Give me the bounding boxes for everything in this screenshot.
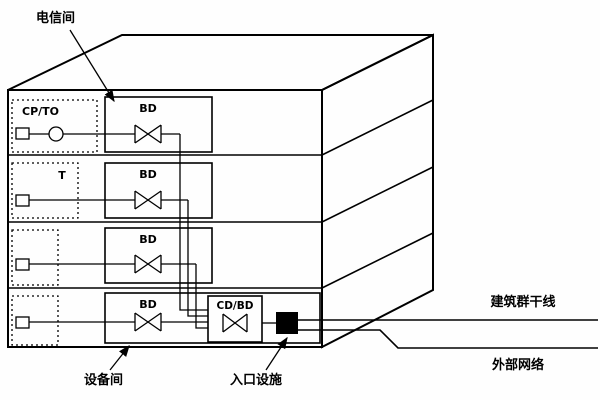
telecom-outlet-symbol-floor3 <box>15 258 30 271</box>
campus-backbone-label: 建筑群干线 <box>490 294 555 310</box>
floor-3: BD <box>11 227 213 286</box>
distributor-symbol-floor3 <box>134 254 162 274</box>
distributor-symbol-floor1 <box>134 124 162 144</box>
bd-label-floor2: BD <box>139 168 157 181</box>
floor-4: BD CD/BD <box>11 292 321 346</box>
work-area-zone-floor1 <box>11 99 98 153</box>
work-area-zone-floor3 <box>11 229 59 286</box>
bd-label-floor3: BD <box>139 233 157 246</box>
equipment-room-box <box>104 292 321 344</box>
floor-divider-2-side <box>321 166 434 223</box>
campus-distributor-symbol <box>222 313 248 333</box>
work-area-zone-floor4 <box>11 295 59 346</box>
building-top-face <box>7 34 434 91</box>
leader-telecom-room <box>69 29 115 103</box>
telecom-outlet-symbol-floor2 <box>15 194 30 207</box>
backbone-risers <box>179 134 208 329</box>
external-network-line <box>298 329 598 349</box>
riser-floor1 <box>179 134 208 311</box>
building-right-face <box>321 33 434 349</box>
equipment-room-label: 设备间 <box>84 372 123 388</box>
consolidation-point-symbol <box>48 126 64 142</box>
t-label: T <box>58 169 66 182</box>
telecom-room-label: 电信间 <box>36 10 75 26</box>
leader-entrance-facility <box>265 336 288 371</box>
leader-lines <box>69 29 288 371</box>
riser-floor2 <box>187 200 208 317</box>
floor-1: CP/TO BD <box>11 96 213 153</box>
cp-to-label: CP/TO <box>22 105 59 118</box>
distributor-symbol-floor2 <box>134 190 162 210</box>
distributor-symbol-floor4 <box>134 312 162 332</box>
floor-divider-1-side <box>321 99 434 156</box>
cd-bd-box <box>207 295 263 343</box>
floor-2: T BD <box>11 162 213 219</box>
external-links <box>298 319 598 349</box>
floor-divider-3-side <box>321 232 434 289</box>
riser-floor3 <box>195 264 208 329</box>
entrance-facility-label: 入口设施 <box>230 372 282 388</box>
telecom-outlet-symbol-floor4 <box>15 316 30 329</box>
work-area-zone-floor2 <box>11 162 79 219</box>
bd-box-floor2 <box>104 162 213 219</box>
bd-label-floor1: BD <box>139 102 157 115</box>
bd-box-floor3 <box>104 227 213 284</box>
bd-box-floor1 <box>104 96 213 153</box>
bd-label-floor4: BD <box>139 298 157 311</box>
leader-equipment-room <box>109 344 130 371</box>
cd-bd-label: CD/BD <box>217 300 254 312</box>
entrance-facility-block <box>276 312 298 334</box>
annotations: 电信间 设备间 入口设施 建筑群干线 外部网络 <box>36 10 556 388</box>
external-network-label: 外部网络 <box>491 357 544 373</box>
telecom-outlet-symbol-floor1 <box>15 127 30 140</box>
